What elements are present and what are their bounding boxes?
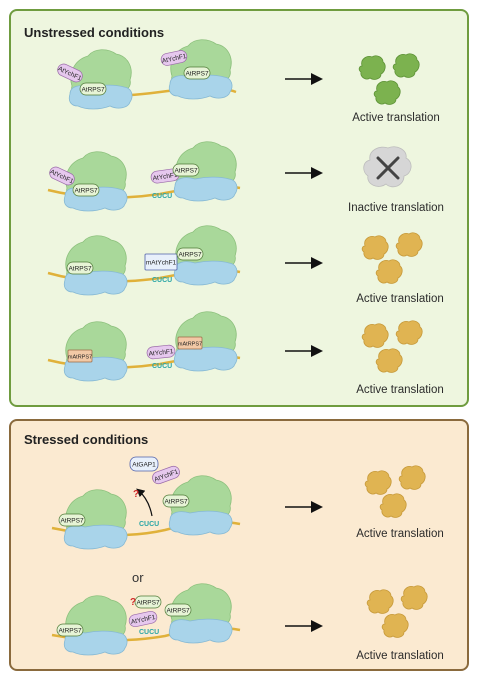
svg-text:AtRPS7: AtRPS7: [178, 252, 202, 259]
protein-cluster-icon: [361, 320, 423, 373]
protein-cluster-icon: [364, 465, 426, 518]
or-label: or: [132, 570, 144, 585]
svg-text:CUCU: CUCU: [139, 521, 159, 528]
question-mark-icon: ?: [130, 597, 136, 608]
stressed-row-1-scene: AtRPS7 AtRPS7 AtGAP1 AtYchF1 ? CUCU: [51, 456, 426, 550]
protein-cluster-icon: [361, 232, 423, 284]
svg-text:AtRPS7: AtRPS7: [185, 71, 209, 78]
outcome-label: Active translation: [356, 384, 444, 396]
svg-text:AtRPS7: AtRPS7: [174, 168, 198, 175]
row-4-scene: mAtRPS7 AtYchF1 mAtRPS7 CUCU: [47, 311, 423, 382]
row-1-scene: AtYchF1 AtRPS7 AtYchF1 AtRPS7: [57, 39, 420, 110]
svg-text:CUCU: CUCU: [152, 277, 172, 284]
svg-text:AtGAP1: AtGAP1: [132, 462, 156, 469]
svg-text:AtYchF1: AtYchF1: [148, 348, 174, 358]
protein-cluster-icon: [366, 585, 428, 638]
inactive-x-icon: [363, 146, 412, 188]
outcome-label: Inactive translation: [348, 202, 444, 214]
svg-text:mAtRPS7: mAtRPS7: [178, 342, 202, 348]
svg-text:AtRPS7: AtRPS7: [166, 608, 190, 615]
svg-text:CUCU: CUCU: [139, 629, 159, 636]
row-3-scene: AtRPS7 mAtYchF1 AtRPS7 CUCU: [47, 225, 423, 296]
outcome-label: Active translation: [356, 650, 444, 662]
protein-cluster-icon: [358, 53, 420, 105]
svg-text:AtRPS7: AtRPS7: [60, 518, 84, 525]
stressed-row-2-scene: AtRPS7 AtRPS7 AtYchF1 AtRPS7 ? CUCU: [51, 583, 428, 656]
tag-atychf1: AtYchF1: [160, 50, 187, 66]
svg-text:mAtYchF1: mAtYchF1: [146, 260, 177, 267]
outcome-label: Active translation: [356, 528, 444, 540]
svg-text:CUCU: CUCU: [152, 193, 172, 200]
outcome-label: Active translation: [356, 293, 444, 305]
svg-text:AtYchF1: AtYchF1: [152, 172, 178, 182]
svg-text:AtRPS7: AtRPS7: [74, 188, 98, 195]
svg-text:CUCU: CUCU: [152, 363, 172, 370]
svg-text:AtRPS7: AtRPS7: [81, 87, 105, 94]
unstressed-title: Unstressed conditions: [24, 25, 165, 40]
svg-text:AtRPS7: AtRPS7: [164, 499, 188, 506]
tag-atrps7: AtRPS7: [79, 82, 107, 96]
svg-text:mAtRPS7: mAtRPS7: [68, 355, 92, 361]
svg-text:AtRPS7: AtRPS7: [68, 266, 92, 273]
outcome-label: Active translation: [352, 112, 440, 124]
tag-atrps7: AtRPS7: [183, 66, 211, 80]
question-mark-icon: ?: [133, 489, 139, 500]
svg-text:AtRPS7: AtRPS7: [136, 600, 160, 607]
stressed-title: Stressed conditions: [24, 432, 149, 447]
curved-arrow-icon: [136, 488, 153, 517]
row-2-scene: AtYchF1 AtRPS7 AtYchF1 AtRPS7 CUCU: [47, 141, 412, 212]
svg-text:AtRPS7: AtRPS7: [58, 628, 82, 635]
